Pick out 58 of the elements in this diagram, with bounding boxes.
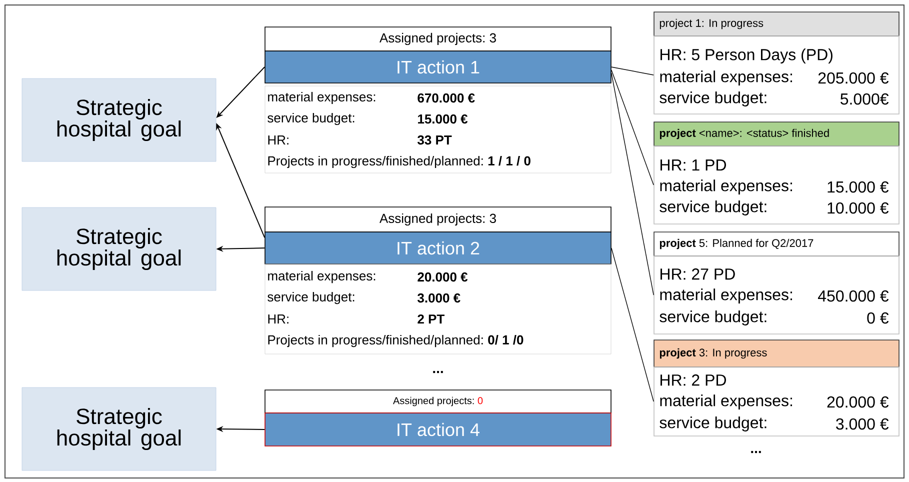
details-panel: material expenses: 670.000 € service budget: 15.000 € HR: 33 PT Projects in progress/finished/planned: 1 / 1 / 0 xyxy=(264,86,612,174)
node-label: Projects in progress/finished/planned: xyxy=(268,156,483,168)
goal-box: Strategic hospital goal xyxy=(22,387,216,471)
connector-line xyxy=(611,248,654,402)
node-label: 15.000 € xyxy=(828,181,889,193)
details-panel: material expenses: 20.000 € service budget: 3.000 € HR: 2 PT Projects in progress/finished/planned: 0/ 1 /0 xyxy=(264,264,612,354)
node-label: 670.000 € xyxy=(418,93,475,103)
node-label: HR: 5 Person Days (PD) xyxy=(660,48,832,64)
project-card: HR: 5 Person Days (PD) material expenses: 205.000 € service budget: 5.000€ xyxy=(654,36,900,114)
node-label: 5.000€ xyxy=(840,93,889,105)
node-label: material expenses: xyxy=(660,394,792,410)
goal-box: Strategic hospital goal xyxy=(22,78,216,162)
node-label: service budget: xyxy=(268,112,354,126)
node-label: service budget: xyxy=(660,310,766,326)
node-label: 20.000 € xyxy=(418,272,468,282)
goal-box: Strategic hospital goal xyxy=(22,207,216,291)
node-label: 3.000 € xyxy=(836,418,889,430)
status-bar: project 3: In progress xyxy=(654,340,900,368)
node-label: 10.000 € xyxy=(828,202,889,214)
node-label: material expenses: xyxy=(660,180,792,194)
node-label: 2 PT xyxy=(418,314,444,324)
node-label: Projects in progress/finished/planned: xyxy=(268,334,483,348)
node-label: service budget: xyxy=(660,200,766,216)
node-label: HR: xyxy=(268,136,288,144)
node-label: material expenses: xyxy=(660,288,792,304)
node-label: material expenses: xyxy=(268,270,376,284)
node-label: 20.000 € xyxy=(827,396,889,408)
node-label: 1 / 1 / 0 xyxy=(488,156,530,166)
project-card: HR: 1 PD material expenses: 15.000 € service budget: 10.000 € xyxy=(654,146,900,224)
status-bar: project 1: In progress xyxy=(654,12,900,36)
node-label: 205.000 € xyxy=(818,72,889,84)
connector-line xyxy=(611,66,654,76)
status-bar: project <name>: <status> finished xyxy=(654,122,900,146)
ellipsis: ... xyxy=(751,450,761,454)
node-label: 450.000 € xyxy=(818,290,889,302)
node-label: 15.000 € xyxy=(418,114,468,124)
action-box: IT action 1 xyxy=(264,50,612,84)
node-label: 0 € xyxy=(867,312,889,324)
node-label: 3.000 € xyxy=(418,293,460,303)
connector-line xyxy=(611,72,654,296)
node-label: material expenses: xyxy=(268,92,376,104)
action-box: IT action 4 xyxy=(264,412,612,446)
node-label: HR: 1 PD xyxy=(660,159,726,171)
node-label: HR: 27 PD xyxy=(660,268,735,280)
node-label: HR: xyxy=(268,314,288,324)
ellipsis: ... xyxy=(433,370,443,374)
connector-line xyxy=(611,70,654,186)
node-label: HR: 2 PD xyxy=(660,374,726,386)
action-box: IT action 2 xyxy=(264,232,612,264)
node-label: service budget: xyxy=(660,416,766,432)
node-label: 33 PT xyxy=(418,135,452,145)
status-bar: project 5: Planned for Q2/2017 xyxy=(654,232,900,256)
project-card: HR: 2 PD material expenses: 20.000 € service budget: 3.000 € xyxy=(654,366,900,436)
node-label: 0/ 1 /0 xyxy=(488,334,524,345)
project-card: HR: 27 PD material expenses: 450.000 € service budget: 0 € xyxy=(654,256,900,334)
node-label: service budget: xyxy=(660,92,766,106)
node-label: material expenses: xyxy=(660,70,792,86)
node-label: service budget: xyxy=(268,292,354,304)
